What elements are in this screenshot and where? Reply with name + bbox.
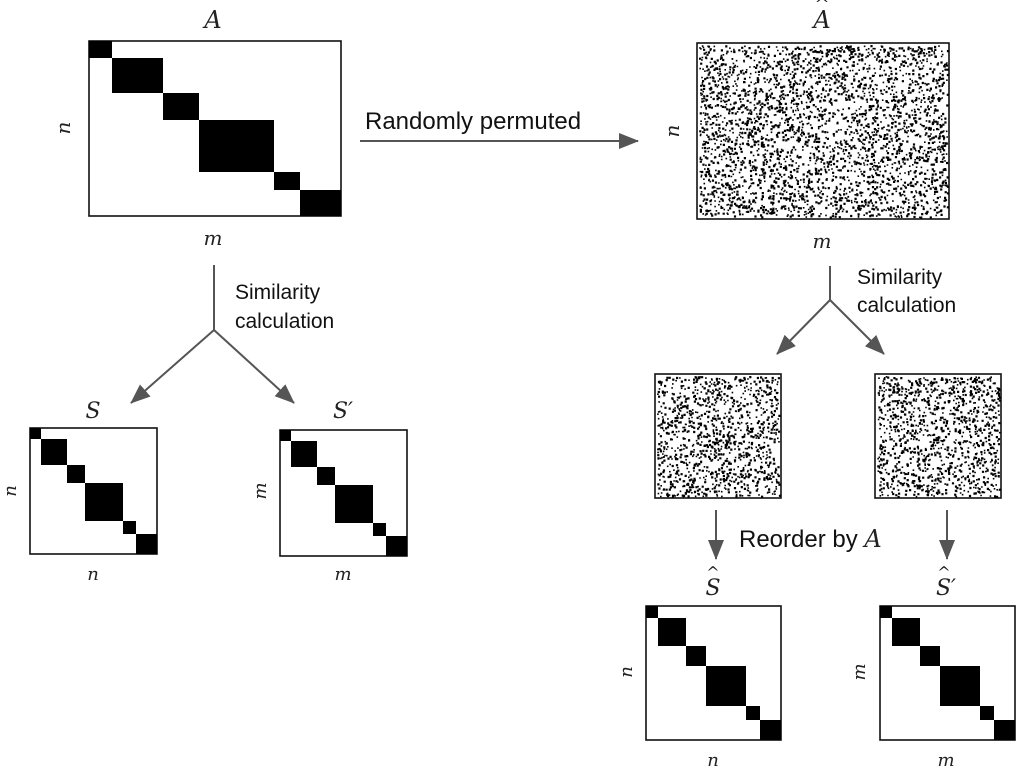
fork-arrow-right: [213, 329, 295, 404]
block: [646, 606, 658, 618]
matrix-s-hat-prime-row-label: m: [849, 663, 870, 680]
matrix-s-hat-prime-col-label: m: [937, 750, 954, 771]
block: [706, 666, 746, 706]
reorder-label-prefix: Reorder by: [739, 526, 864, 553]
block: [658, 618, 686, 646]
block: [760, 720, 781, 740]
matrix-s-prime-blocks: [280, 430, 407, 556]
matrix-a-blocks: [89, 41, 341, 216]
block: [67, 465, 85, 483]
similarity-label-line2: calculation: [857, 294, 956, 317]
noisy-s-prime-noise: [877, 376, 1002, 499]
matrix-s-hat-blocks: [646, 606, 781, 740]
block: [274, 172, 300, 190]
matrix-a-col-label: m: [204, 226, 223, 250]
hat-accent: ^: [814, 0, 829, 15]
block: [880, 606, 892, 618]
matrix-s-hat-prime-title: S′: [936, 576, 956, 601]
block: [136, 534, 157, 554]
left-similarity-fork: Similarity calculation: [130, 265, 334, 404]
similarity-label-line1: Similarity: [235, 281, 321, 304]
matrix-s-hat-col-label: n: [707, 750, 719, 771]
matrix-s-group: S n n: [0, 399, 158, 585]
fork-arrow-left: [776, 299, 831, 355]
block: [686, 646, 706, 666]
block: [112, 58, 163, 93]
block: [41, 439, 67, 465]
fork-arrow-right: [829, 299, 885, 355]
noisy-s-noise: [657, 376, 782, 498]
block: [980, 706, 994, 720]
matrix-s-hat-group: S ^ n n: [616, 563, 782, 771]
block: [163, 93, 199, 120]
block: [920, 646, 940, 666]
matrix-s-title: S: [85, 399, 100, 424]
matrix-a-title: A: [202, 6, 221, 34]
matrix-s-prime-title: S′: [333, 399, 353, 424]
matrix-s-hat-title: S: [705, 576, 720, 601]
block: [280, 430, 291, 441]
noise-speckle: [699, 45, 950, 219]
matrix-a-hat-col-label: m: [813, 229, 832, 253]
permute-arrow-group: Randomly permuted: [360, 108, 639, 149]
matrix-a-hat-noise: [699, 45, 950, 219]
noisy-s-hat: [654, 373, 782, 499]
block: [291, 441, 317, 467]
matrix-s-hat-prime-blocks: [880, 606, 1015, 740]
block: [746, 706, 760, 720]
noise-speckle: [657, 376, 782, 498]
block: [373, 523, 386, 536]
matrix-a-row-label: n: [51, 122, 75, 135]
block: [199, 120, 274, 172]
matrix-s-prime-row-label: m: [250, 482, 271, 499]
matrix-a-group: A n m: [51, 6, 342, 250]
reorder-group: Reorder by A: [708, 510, 955, 560]
block: [892, 618, 920, 646]
matrix-a-hat-group: A ^ n m: [660, 0, 950, 253]
block: [940, 666, 980, 706]
noise-speckle: [877, 376, 1002, 499]
similarity-label-line2: calculation: [235, 310, 334, 333]
hat-accent: ^: [706, 563, 719, 582]
reorder-label: Reorder by A: [739, 525, 882, 553]
noisy-s-frame: [654, 373, 782, 499]
block: [386, 536, 407, 556]
block: [335, 485, 373, 523]
block: [300, 190, 341, 216]
noisy-s-hat-prime: [874, 373, 1002, 499]
matrix-s-hat-prime-group: S′ ^ m m: [849, 563, 1016, 771]
reorder-label-var: A: [862, 525, 881, 553]
matrix-s-col-label: n: [87, 564, 99, 585]
right-similarity-fork: Similarity calculation: [776, 266, 956, 355]
block: [85, 483, 123, 521]
fork-arrow-left: [130, 329, 215, 404]
block: [994, 720, 1015, 740]
matrix-s-row-label: n: [0, 485, 21, 497]
block: [317, 467, 335, 485]
matrix-a-hat-title: A: [811, 6, 830, 34]
similarity-label-line1: Similarity: [857, 266, 943, 289]
matrix-s-prime-group: S′ m m: [250, 399, 408, 585]
matrix-a-hat-row-label: n: [660, 125, 684, 138]
matrix-s-blocks: [30, 428, 157, 554]
block: [30, 428, 41, 439]
matrix-s-prime-col-label: m: [334, 564, 351, 585]
matrix-s-hat-row-label: n: [616, 666, 637, 678]
block: [123, 521, 136, 534]
hat-accent: ^: [937, 563, 950, 582]
permute-label: Randomly permuted: [365, 108, 581, 135]
block: [89, 41, 112, 58]
